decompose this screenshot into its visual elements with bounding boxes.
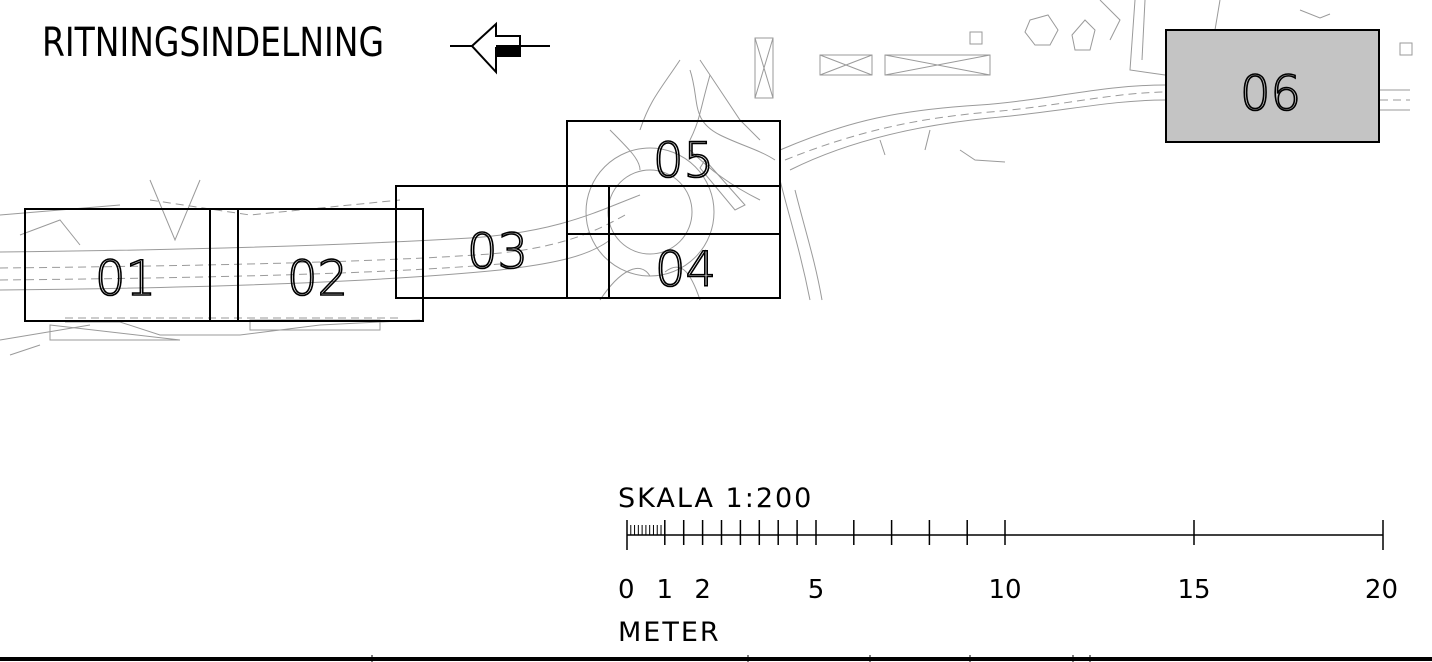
title-block-border <box>0 655 1432 662</box>
background-map <box>0 0 1413 356</box>
sheet-label: 01 <box>95 251 156 307</box>
sheet-01[interactable]: 01 <box>24 208 239 322</box>
scale-tick-label: 0 <box>618 575 635 605</box>
sheet-03[interactable]: 03 <box>395 185 610 299</box>
scale-tick-label: 5 <box>808 575 825 605</box>
sheet-label: 05 <box>653 133 714 189</box>
sheet-05[interactable]: 05 <box>566 120 781 235</box>
scale-fine-hatch <box>626 525 666 535</box>
sheet-label: 06 <box>1240 66 1301 122</box>
scale-tick-label: 2 <box>694 575 711 605</box>
sheet-index: 01 02 03 04 05 06 <box>24 29 1380 322</box>
sheet-label: 02 <box>287 251 348 307</box>
north-arrow-icon <box>450 21 550 75</box>
scale-unit: METER <box>618 617 721 648</box>
scale-tick-label: 10 <box>988 575 1021 605</box>
sheet-label: 04 <box>655 242 716 298</box>
sheet-label: 03 <box>467 224 528 280</box>
scale-tick-label: 15 <box>1177 575 1210 605</box>
sheet-02[interactable]: 02 <box>209 208 424 322</box>
scale-ticks <box>626 520 1384 550</box>
scale-tick-label: 20 <box>1365 575 1398 605</box>
scale-title: SKALA 1:200 <box>618 483 813 514</box>
sheet-06[interactable]: 06 <box>1165 29 1380 143</box>
sheet-04[interactable]: 04 <box>566 233 781 299</box>
drawing-title: RITNINGSINDELNING <box>42 20 384 66</box>
scale-tick-label: 1 <box>657 575 674 605</box>
